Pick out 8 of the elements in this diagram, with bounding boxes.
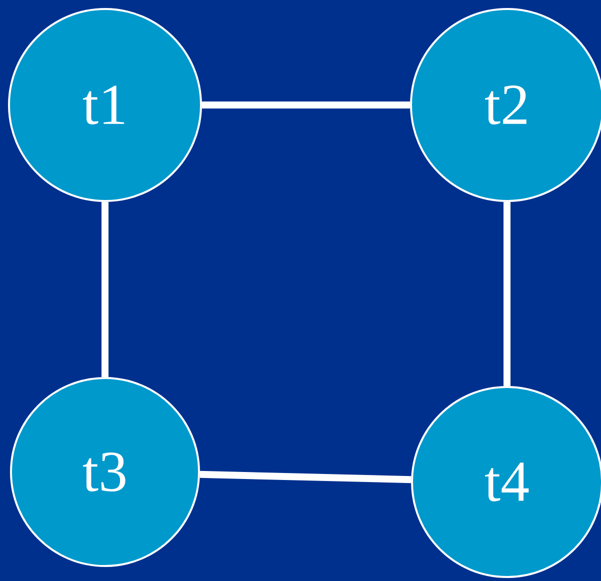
circle-node: t1: [8, 8, 202, 202]
connector-line: [200, 470, 412, 484]
connector-line: [102, 202, 108, 377]
circle-node: t3: [10, 377, 200, 567]
circle-node: t4: [411, 386, 601, 578]
connector-line: [202, 102, 410, 108]
connector-line: [504, 202, 510, 386]
circle-node: t2: [410, 8, 601, 202]
